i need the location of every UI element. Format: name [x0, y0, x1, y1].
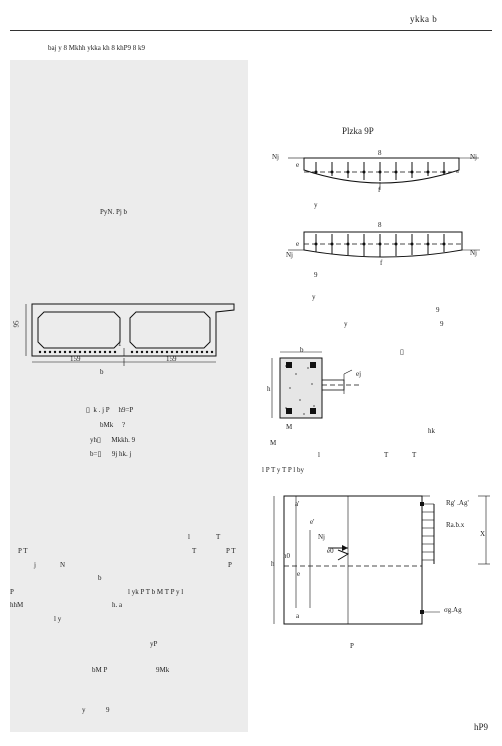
hollow-core-slab-section [25, 303, 235, 366]
beam-diagram-2 [288, 231, 480, 258]
beam-diagram-1 [288, 157, 479, 190]
section-width-left: 159 [70, 355, 81, 363]
column-section-figure [271, 351, 362, 419]
col-t1-label: T [384, 451, 389, 459]
beam2-bottom: f [380, 259, 383, 267]
beam2-nj-left: Nj [286, 251, 293, 259]
bm-value: 9Mk [156, 666, 170, 674]
stress-distribution-diagram [273, 495, 490, 625]
beam1-e: e [296, 161, 300, 169]
last-frag-b: 9 [106, 706, 110, 714]
e0-label: e0 [327, 547, 334, 555]
col-m-label: M [286, 423, 293, 431]
e1-label: e' [310, 518, 315, 526]
x-label: X [480, 530, 486, 538]
para-frag: b [98, 574, 102, 582]
list-item: b=▯ 9j hk. j [90, 450, 132, 458]
list-item: yh▯ Mkkh. 9 [90, 436, 136, 444]
rab-label: Ra.b.x [446, 521, 465, 529]
a-label: a [296, 612, 300, 620]
beam2-nj-right: Nj [470, 249, 477, 257]
col-row-text: l P T y T P l by [262, 466, 304, 474]
h0-label: h0 [283, 552, 290, 560]
beam1-top: 8 [378, 149, 382, 157]
figure-caption: b [100, 368, 104, 376]
para-frag: T [192, 547, 197, 555]
last-frag-a: y [82, 706, 86, 714]
rg-ag-label: Rg' .Ag' [446, 499, 469, 507]
col-sub-label: l [318, 451, 320, 459]
para-frag: l yk P T b M T P y l [128, 588, 184, 596]
para-frag: P T [18, 547, 28, 555]
right-text: 9 [440, 320, 444, 328]
beam1-nj-right: Nj [470, 153, 477, 161]
para-frag: P [228, 561, 232, 569]
col-h-label: h [267, 385, 271, 393]
intro-line: baj y 8 Mkhh ykka kh 8 khP9 8 k9 [48, 44, 146, 52]
nj-label: Nj [318, 533, 325, 541]
para-frag: l y [54, 615, 62, 623]
diagram-caption: P [350, 642, 354, 650]
page-number: hP9 [474, 722, 489, 732]
rebar-dots [38, 350, 214, 354]
bm-text: bM P [92, 666, 108, 674]
para-frag: P T [226, 547, 236, 555]
sigma-ag-label: σg.Ag [444, 606, 462, 614]
section-height-label: 95 [12, 320, 21, 328]
col-b-label: b [300, 346, 304, 354]
e-label: e [297, 570, 301, 578]
right-text: 9 [436, 306, 440, 314]
para-frag: h. a [112, 601, 123, 609]
col-hk-label: hk [428, 427, 435, 435]
beam1-nj-left: Nj [272, 153, 279, 161]
section-gap-label: 1 [118, 340, 122, 348]
yp-text: yP [150, 640, 158, 648]
running-header: ykka b [410, 14, 438, 24]
left-column-panel [10, 60, 248, 732]
para-frag: N [60, 561, 66, 569]
h-label: h [271, 560, 275, 568]
a1-label: a' [295, 500, 300, 508]
col-ej-label: ej [356, 370, 362, 378]
list-item: bMk ? [100, 421, 126, 429]
col-t2-label: T [412, 451, 417, 459]
right-text: ▯ [400, 348, 404, 356]
beam2-top: 8 [378, 221, 382, 229]
para-frag: hhM [10, 601, 24, 609]
beam2-e: e [296, 240, 300, 248]
col-mm-label: M [270, 439, 277, 447]
list-item: ▯ k . j P h9=P [86, 406, 134, 414]
beam1-bottom: f [378, 186, 381, 194]
header-rule [10, 30, 492, 31]
section-width-right: 159 [166, 355, 177, 363]
beam2-caption2: y [312, 293, 316, 301]
para-frag: j [34, 561, 36, 569]
right-heading: Plzka 9P [342, 126, 374, 136]
para-frag: P [10, 588, 14, 596]
label-a: PyN. Pj b [100, 208, 128, 216]
para-frag: T [216, 533, 221, 541]
para-frag: l [188, 533, 190, 541]
right-text: y [344, 320, 348, 328]
beam1-caption: y [314, 201, 318, 209]
beam2-caption: 9 [314, 271, 318, 279]
